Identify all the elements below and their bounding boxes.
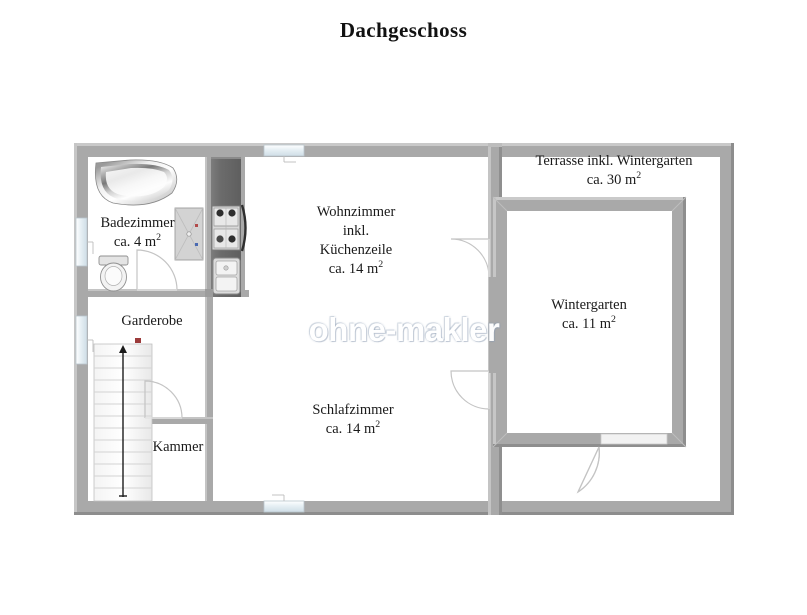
door-opening-terrace-wall — [489, 277, 502, 373]
bathroom-fixtures — [94, 159, 204, 292]
door-wohnzimmer — [450, 238, 490, 278]
doors — [136, 238, 600, 494]
door-kammer — [144, 380, 183, 419]
wintergarten-structure — [492, 196, 687, 448]
page-title: Dachgeschoss — [339, 18, 468, 42]
stove-icon — [211, 205, 241, 251]
wall-details — [205, 143, 502, 297]
shower-panel-icon — [174, 207, 204, 261]
window-wintergarten-bottom — [600, 433, 668, 445]
door-wintergarten-terrace — [576, 446, 600, 494]
staircase-icon — [93, 338, 153, 502]
kitchen-counter — [211, 157, 247, 297]
bathtub-icon — [94, 159, 178, 206]
window-top — [263, 144, 305, 163]
room-area-wohnzimmer — [245, 157, 488, 297]
window-left-lower — [75, 315, 94, 365]
windows — [75, 144, 668, 513]
room-area-kammer — [145, 424, 205, 501]
window-bottom — [263, 494, 305, 513]
toilet-icon — [98, 255, 129, 292]
door-schlafzimmer — [450, 370, 490, 410]
room-area-schlafzimmer — [213, 297, 488, 501]
window-left-upper — [75, 217, 94, 267]
door-badezimmer — [136, 249, 178, 291]
kitchen-sink-icon — [212, 257, 241, 295]
